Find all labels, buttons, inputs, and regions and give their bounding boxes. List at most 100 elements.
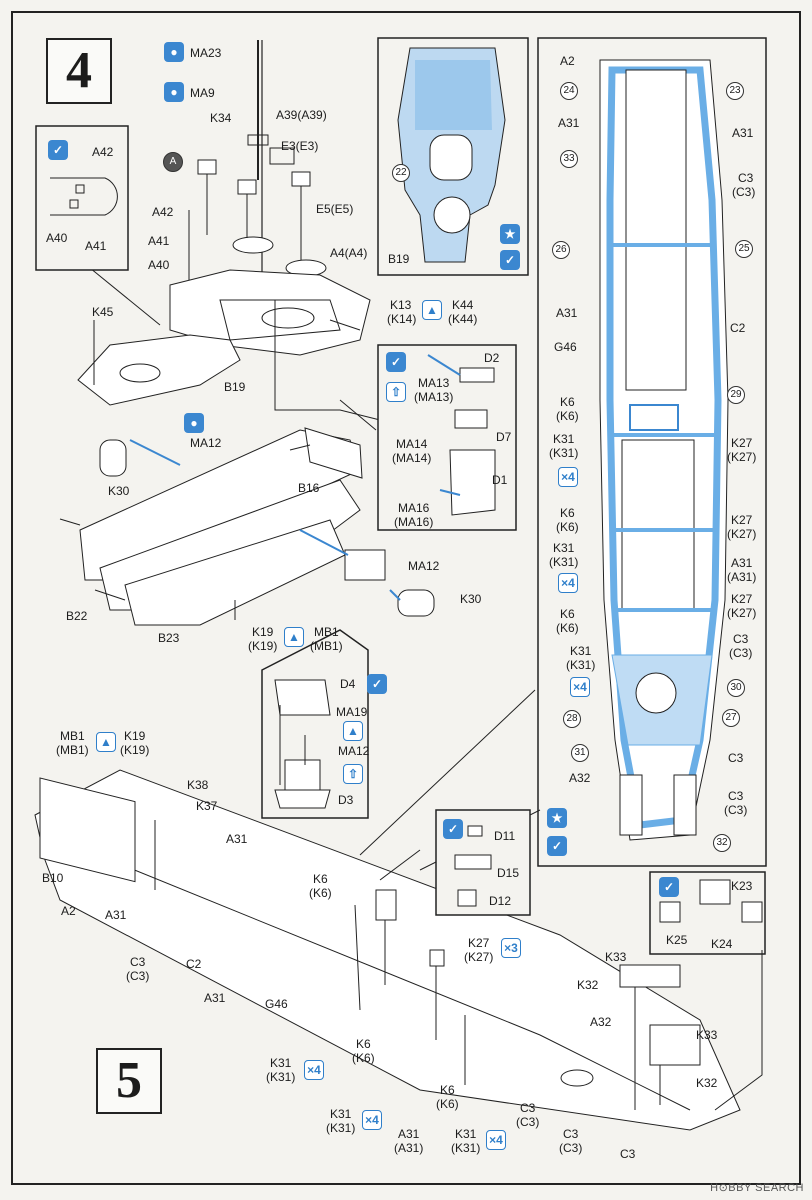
s5-label-k33-1: K33 xyxy=(605,950,627,964)
s5-label-c3-3: C3 xyxy=(563,1127,579,1141)
callout-26: 26 xyxy=(552,241,570,259)
label-k19: K19 xyxy=(252,625,274,639)
glue-icon: ✓ xyxy=(547,836,567,856)
quantity-x4-icon: ×4 xyxy=(362,1110,382,1130)
callout-32: 32 xyxy=(713,834,731,852)
s5-label-mb1-alt: (MB1) xyxy=(56,743,89,757)
quantity-x4-icon: ×4 xyxy=(304,1060,324,1080)
star-icon: ★ xyxy=(547,808,567,828)
plan-label-k27-2: K27 xyxy=(731,513,753,527)
plan-label-k6-3: K6 xyxy=(560,607,575,621)
s5-label-k31-2: K31 xyxy=(330,1107,352,1121)
plan-label-c3-r4: C3 xyxy=(728,789,744,803)
label-ma13: MA13 xyxy=(418,376,450,390)
s5-label-a31-1: A31 xyxy=(226,832,248,846)
label-a42-inset: A42 xyxy=(92,145,114,159)
s5-label-c3-2: C3 xyxy=(520,1101,536,1115)
plan-label-g46: G46 xyxy=(554,340,577,354)
paint-drop-icon: ● xyxy=(184,413,204,433)
label-b19-deck: B19 xyxy=(388,252,410,266)
s5-label-c3-4: C3 xyxy=(620,1147,636,1161)
s5-label-a31-4b: (A31) xyxy=(394,1141,424,1155)
s5-label-k6-2b: (K6) xyxy=(352,1051,375,1065)
s5-label-k31-1: K31 xyxy=(270,1056,292,1070)
plan-label-a31-2: A31 xyxy=(556,306,578,320)
photo-etch-icon: ▲ xyxy=(284,627,304,647)
plan-label-k6-2: K6 xyxy=(560,506,575,520)
s5-label-k6-3: K6 xyxy=(440,1083,455,1097)
callout-25: 25 xyxy=(735,240,753,258)
callout-23: 23 xyxy=(726,82,744,100)
plan-label-c3-r2b: (C3) xyxy=(729,646,753,660)
star-icon: ★ xyxy=(500,224,520,244)
s5-label-k6-1: K6 xyxy=(313,872,328,886)
plan-label-c3-r1: C3 xyxy=(738,171,754,185)
label-k19-alt: (K19) xyxy=(248,639,278,653)
plan-label-a31-r2: A31 xyxy=(731,556,753,570)
label-ma13-alt: (MA13) xyxy=(414,390,454,404)
quantity-x4-icon: ×4 xyxy=(570,677,590,697)
quantity-x3-icon: ×3 xyxy=(501,938,521,958)
callout-24: 24 xyxy=(560,82,578,100)
label-ma9: MA9 xyxy=(190,86,215,100)
callout-33: 33 xyxy=(560,150,578,168)
label-k34: K34 xyxy=(210,111,232,125)
plan-label-k6-1: K6 xyxy=(560,395,575,409)
label-d2: D2 xyxy=(484,351,500,365)
label-d1: D1 xyxy=(492,473,508,487)
label-k13: K13 xyxy=(390,298,412,312)
label-b19: B19 xyxy=(224,380,246,394)
callout-27: 27 xyxy=(722,709,740,727)
label-d7: D7 xyxy=(496,430,512,444)
photo-etch-icon: ▲ xyxy=(96,732,116,752)
plan-label-k27-1b: (K27) xyxy=(727,450,757,464)
callout-22: 22 xyxy=(392,164,410,182)
glue-icon: ✓ xyxy=(48,140,68,160)
plan-label-k31-2: K31 xyxy=(553,541,575,555)
label-ma12-d4: MA12 xyxy=(338,744,370,758)
plan-label-k31-1b: (K31) xyxy=(549,446,579,460)
bend-icon: ⇧ xyxy=(343,764,363,784)
s5-label-mb1: MB1 xyxy=(60,729,85,743)
label-mb1: MB1 xyxy=(314,625,339,639)
label-ma14-alt: (MA14) xyxy=(392,451,432,465)
plan-label-k6-1b: (K6) xyxy=(556,409,579,423)
label-ma14: MA14 xyxy=(396,437,428,451)
s5-label-k32-1: K32 xyxy=(577,978,599,992)
label-d11: D11 xyxy=(494,829,516,843)
s5-label-a32: A32 xyxy=(590,1015,612,1029)
label-k25: K25 xyxy=(666,933,688,947)
callout-29: 29 xyxy=(727,386,745,404)
label-k30-right: K30 xyxy=(460,592,482,606)
plan-label-k6-2b: (K6) xyxy=(556,520,579,534)
label-a41-inset: A41 xyxy=(85,239,107,253)
watermark: H⊙BBY SEARCH xyxy=(710,1182,804,1194)
label-ma23: MA23 xyxy=(190,46,222,60)
s5-label-a2: A2 xyxy=(61,904,76,918)
label-ma12-right: MA12 xyxy=(408,559,440,573)
callout-30: 30 xyxy=(727,679,745,697)
plan-label-k31-1: K31 xyxy=(553,432,575,446)
s5-label-k27: K27 xyxy=(468,936,490,950)
paint-drop-icon: ● xyxy=(164,42,184,62)
plan-label-k6-3b: (K6) xyxy=(556,621,579,635)
label-a40-inset: A40 xyxy=(46,231,68,245)
s5-label-k19-alt: (K19) xyxy=(120,743,150,757)
s5-label-b10: B10 xyxy=(42,871,64,885)
label-b16: B16 xyxy=(298,481,320,495)
plan-label-k31-3b: (K31) xyxy=(566,658,596,672)
label-d3: D3 xyxy=(338,793,354,807)
s5-label-k6-1b: (K6) xyxy=(309,886,332,900)
s5-label-k27b: (K27) xyxy=(464,950,494,964)
s5-label-k38: K38 xyxy=(187,778,209,792)
s5-label-k6-2: K6 xyxy=(356,1037,371,1051)
s5-label-a31-2: A31 xyxy=(105,908,127,922)
plan-label-a31-r2b: (A31) xyxy=(727,570,757,584)
label-ma16-alt: (MA16) xyxy=(394,515,434,529)
quantity-x4-icon: ×4 xyxy=(558,573,578,593)
s5-label-c3-1b: (C3) xyxy=(126,969,150,983)
s5-label-k19: K19 xyxy=(124,729,146,743)
label-a41: A41 xyxy=(148,234,170,248)
glue-icon: ✓ xyxy=(500,250,520,270)
s5-label-k37: K37 xyxy=(196,799,218,813)
